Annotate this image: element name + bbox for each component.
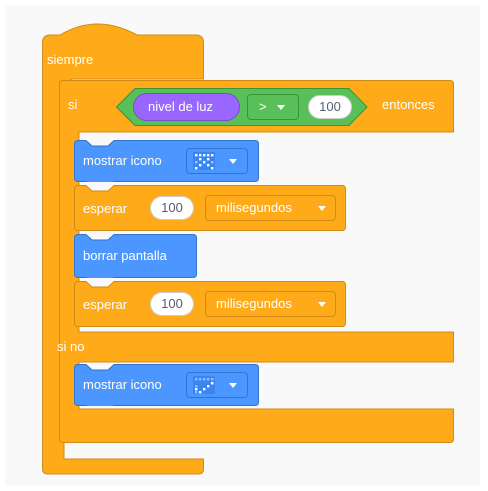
wait-block-1[interactable]: esperar 100 milisegundos — [74, 185, 346, 231]
wait-2-value-input[interactable]: 100 — [150, 292, 194, 316]
chevron-down-icon — [229, 159, 237, 164]
else-show-icon-label: mostrar icono — [83, 377, 162, 392]
wait-1-label: esperar — [83, 201, 128, 216]
wait-2-label: esperar — [83, 297, 128, 312]
code-workspace: siempre si entonces si no nivel de luz — [5, 5, 480, 486]
wait-2-unit-dropdown[interactable]: milisegundos — [205, 291, 336, 317]
else-show-icon-block[interactable]: mostrar icono — [74, 364, 259, 406]
show-icon-label: mostrar icono — [83, 153, 162, 168]
show-icon-block[interactable]: mostrar icono — [74, 140, 259, 182]
operator-value: > — [259, 99, 267, 114]
icon-dropdown[interactable] — [186, 148, 248, 174]
greater-than-operator[interactable]: nivel de luz > 100 — [116, 88, 368, 126]
wait-1-value-input[interactable]: 100 — [150, 196, 194, 220]
light-level-shape — [133, 93, 240, 121]
light-level-label: nivel de luz — [148, 99, 214, 114]
forever-block-shape — [42, 23, 204, 475]
if-else-block-shape — [59, 80, 454, 443]
x-pattern-led-matrix-icon — [193, 152, 215, 170]
chevron-down-icon — [318, 206, 326, 211]
diagonal-pattern-led-matrix-icon — [193, 376, 215, 394]
wait-1-unit-label: milisegundos — [216, 200, 292, 215]
clear-screen-label: borrar pantalla — [83, 248, 167, 263]
clear-screen-block[interactable]: borrar pantalla — [74, 234, 197, 278]
wait-2-unit-label: milisegundos — [216, 296, 292, 311]
light-level-reporter[interactable]: nivel de luz — [133, 93, 240, 121]
condition-value-input[interactable]: 100 — [308, 95, 352, 119]
chevron-down-icon — [318, 302, 326, 307]
wait-block-2[interactable]: esperar 100 milisegundos — [74, 281, 346, 327]
operator-dropdown-bg — [247, 94, 299, 120]
then-label: entonces — [382, 97, 435, 112]
clear-screen-shape — [74, 234, 197, 278]
chevron-down-icon — [277, 105, 285, 110]
forever-block[interactable]: siempre — [42, 13, 204, 475]
forever-label: siempre — [47, 52, 94, 67]
chevron-down-icon — [229, 383, 237, 388]
else-label: si no — [57, 339, 85, 354]
wait-1-unit-dropdown[interactable]: milisegundos — [205, 195, 336, 221]
if-label: si — [68, 97, 78, 112]
else-icon-dropdown[interactable] — [186, 372, 248, 398]
if-else-block[interactable]: si entonces si no nivel de luz > 100 — [57, 80, 454, 443]
operator-dropdown[interactable]: > — [247, 94, 299, 120]
